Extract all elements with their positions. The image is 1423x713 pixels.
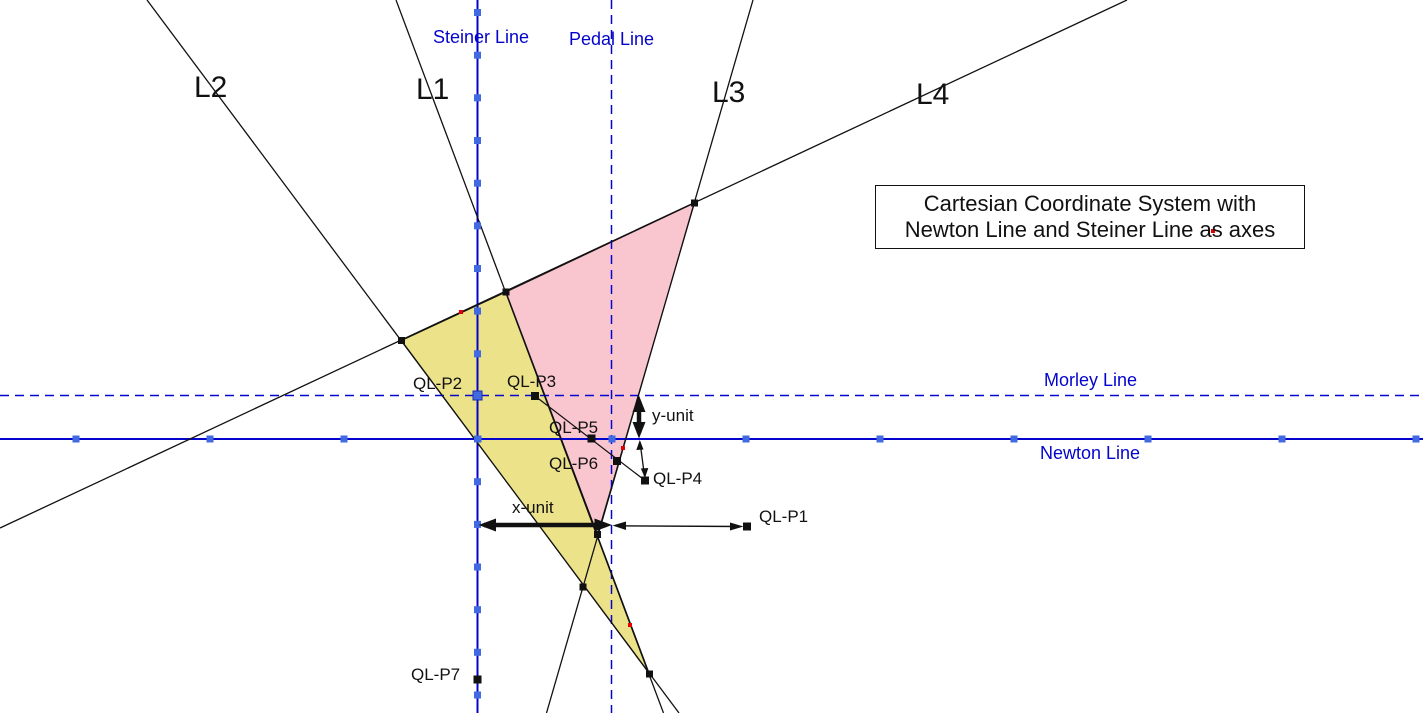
title-line-2: Newton Line and Steiner Line as axes: [904, 217, 1276, 242]
steiner-axis-tick-7: [474, 307, 481, 315]
steiner-axis-tick-9: [474, 435, 481, 443]
x-unit-right-arrowhead: [594, 518, 612, 532]
newton-axis-tick-7: [1010, 435, 1018, 443]
label-y-unit: y-unit: [652, 406, 694, 425]
label-line-l4: L4: [916, 78, 950, 111]
steiner-axis-tick-12: [474, 563, 481, 571]
y-unit-bottom-arrowhead: [632, 422, 646, 439]
newton-axis-tick-2: [340, 435, 348, 443]
steiner-axis-tick-8: [474, 350, 481, 358]
x-unit-left-arrowhead: [478, 518, 496, 532]
vertex-l2-l3: [579, 583, 587, 591]
y-unit-top-arrowhead: [632, 395, 646, 412]
x-unit-extension-shaft: [614, 525, 741, 528]
red-point-on-l1: [628, 623, 632, 627]
red-point-top-right: [1211, 229, 1215, 233]
label-ql-p3: QL-P3: [507, 372, 557, 391]
point-ql-p2[interactable]: [472, 390, 483, 401]
newton-axis-tick-8: [1144, 435, 1152, 443]
label-morley-line: Morley Line: [1044, 370, 1138, 390]
steiner-axis-tick-13: [474, 606, 481, 614]
steiner-axis-tick-1: [474, 51, 481, 59]
newton-axis-tick-10: [1412, 435, 1420, 443]
steiner-axis-tick-0: [474, 9, 481, 16]
red-point-on-l4: [459, 310, 463, 314]
label-ql-p6: QL-P6: [549, 454, 599, 473]
y-extension-bottom-arrowhead: [640, 468, 649, 478]
steiner-axis-tick-5: [474, 222, 481, 230]
newton-axis-tick-0: [72, 435, 80, 443]
newton-axis-tick-4: [608, 435, 616, 443]
label-line-l1: L1: [416, 73, 450, 106]
label-ql-p2: QL-P2: [413, 374, 463, 393]
label-x-unit: x-unit: [512, 498, 554, 517]
point-ql-p4[interactable]: [641, 476, 649, 485]
label-ql-p7: QL-P7: [411, 665, 461, 684]
label-ql-p1: QL-P1: [759, 507, 809, 526]
label-ql-p5: QL-P5: [549, 418, 599, 437]
point-ql-p1[interactable]: [743, 522, 751, 531]
newton-axis-tick-5: [742, 435, 750, 443]
vertex-l1-l4: [502, 288, 510, 296]
steiner-axis-tick-10: [474, 478, 481, 486]
vertex-l2-l4: [398, 337, 405, 344]
y-extension-top-arrowhead: [636, 440, 644, 450]
steiner-axis-tick-3: [474, 137, 481, 144]
label-line-l3: L3: [712, 76, 746, 109]
line-l1[interactable]: [395, 0, 665, 713]
newton-axis-tick-1: [206, 435, 214, 443]
steiner-axis-tick-4: [474, 179, 481, 187]
x-extension-right-arrowhead: [730, 522, 744, 531]
vertex-l1-l3: [594, 531, 601, 538]
steiner-axis-tick-6: [474, 265, 481, 272]
label-newton-line: Newton Line: [1040, 443, 1141, 463]
newton-axis-tick-9: [1278, 435, 1286, 443]
title-box: Cartesian Coordinate System with Newton …: [875, 185, 1305, 249]
vertex-l1-l2: [646, 670, 653, 678]
line-l3[interactable]: [545, 0, 754, 713]
steiner-axis-tick-15: [474, 691, 481, 699]
steiner-axis-tick-2: [474, 94, 481, 102]
label-line-l2: L2: [194, 71, 228, 104]
point-ql-p3[interactable]: [531, 392, 539, 400]
point-ql-p5[interactable]: [587, 434, 596, 443]
point-ql-p7[interactable]: [473, 675, 482, 684]
label-ql-p4: QL-P4: [653, 469, 703, 488]
red-point-on-l3: [621, 446, 625, 450]
label-pedal-line: Pedal Line: [569, 29, 655, 49]
point-ql-p6[interactable]: [613, 457, 621, 465]
label-steiner-line: Steiner Line: [433, 27, 530, 47]
line-l4[interactable]: [0, 0, 1128, 529]
line-l2[interactable]: [146, 0, 680, 713]
newton-axis-tick-6: [876, 435, 884, 443]
steiner-axis-tick-14: [474, 648, 481, 656]
x-extension-left-arrowhead: [612, 521, 626, 530]
steiner-axis-tick-11: [474, 520, 481, 528]
vertex-l3-l4: [691, 199, 698, 207]
title-line-1: Cartesian Coordinate System with: [923, 191, 1257, 216]
